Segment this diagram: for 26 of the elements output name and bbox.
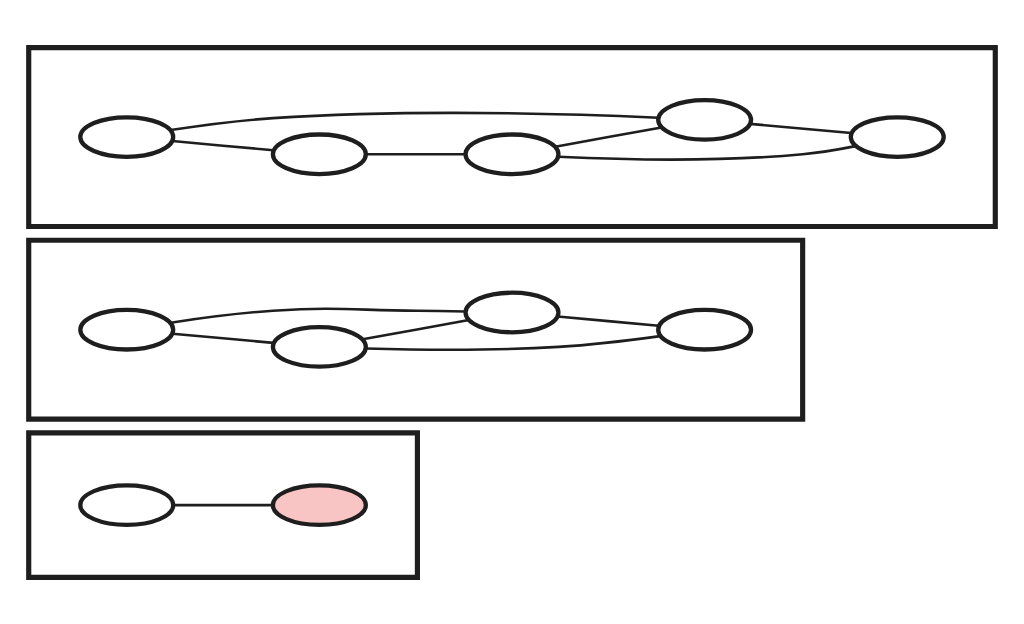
node-ellipse [463,131,561,176]
cluster [26,237,806,422]
connector [365,334,661,351]
node-ellipse [78,307,176,352]
node-ellipse [463,290,561,334]
connector [555,125,662,148]
node-ellipse [656,307,754,352]
connector [173,503,273,506]
cluster [26,429,420,580]
connector [558,144,856,161]
node-ellipse [656,97,754,142]
node-ellipse [78,482,176,527]
node-ellipse [270,131,368,176]
node-ellipse [848,114,946,159]
node-ellipse [78,114,176,159]
connector [362,318,470,341]
connector [172,139,274,152]
node-ellipse [270,482,368,527]
connector [750,122,852,134]
connector [557,314,659,327]
cluster [26,44,998,229]
connector [170,111,659,131]
node-ellipse [270,324,368,369]
connector [365,152,466,156]
connector [170,307,466,324]
connector [172,331,274,344]
